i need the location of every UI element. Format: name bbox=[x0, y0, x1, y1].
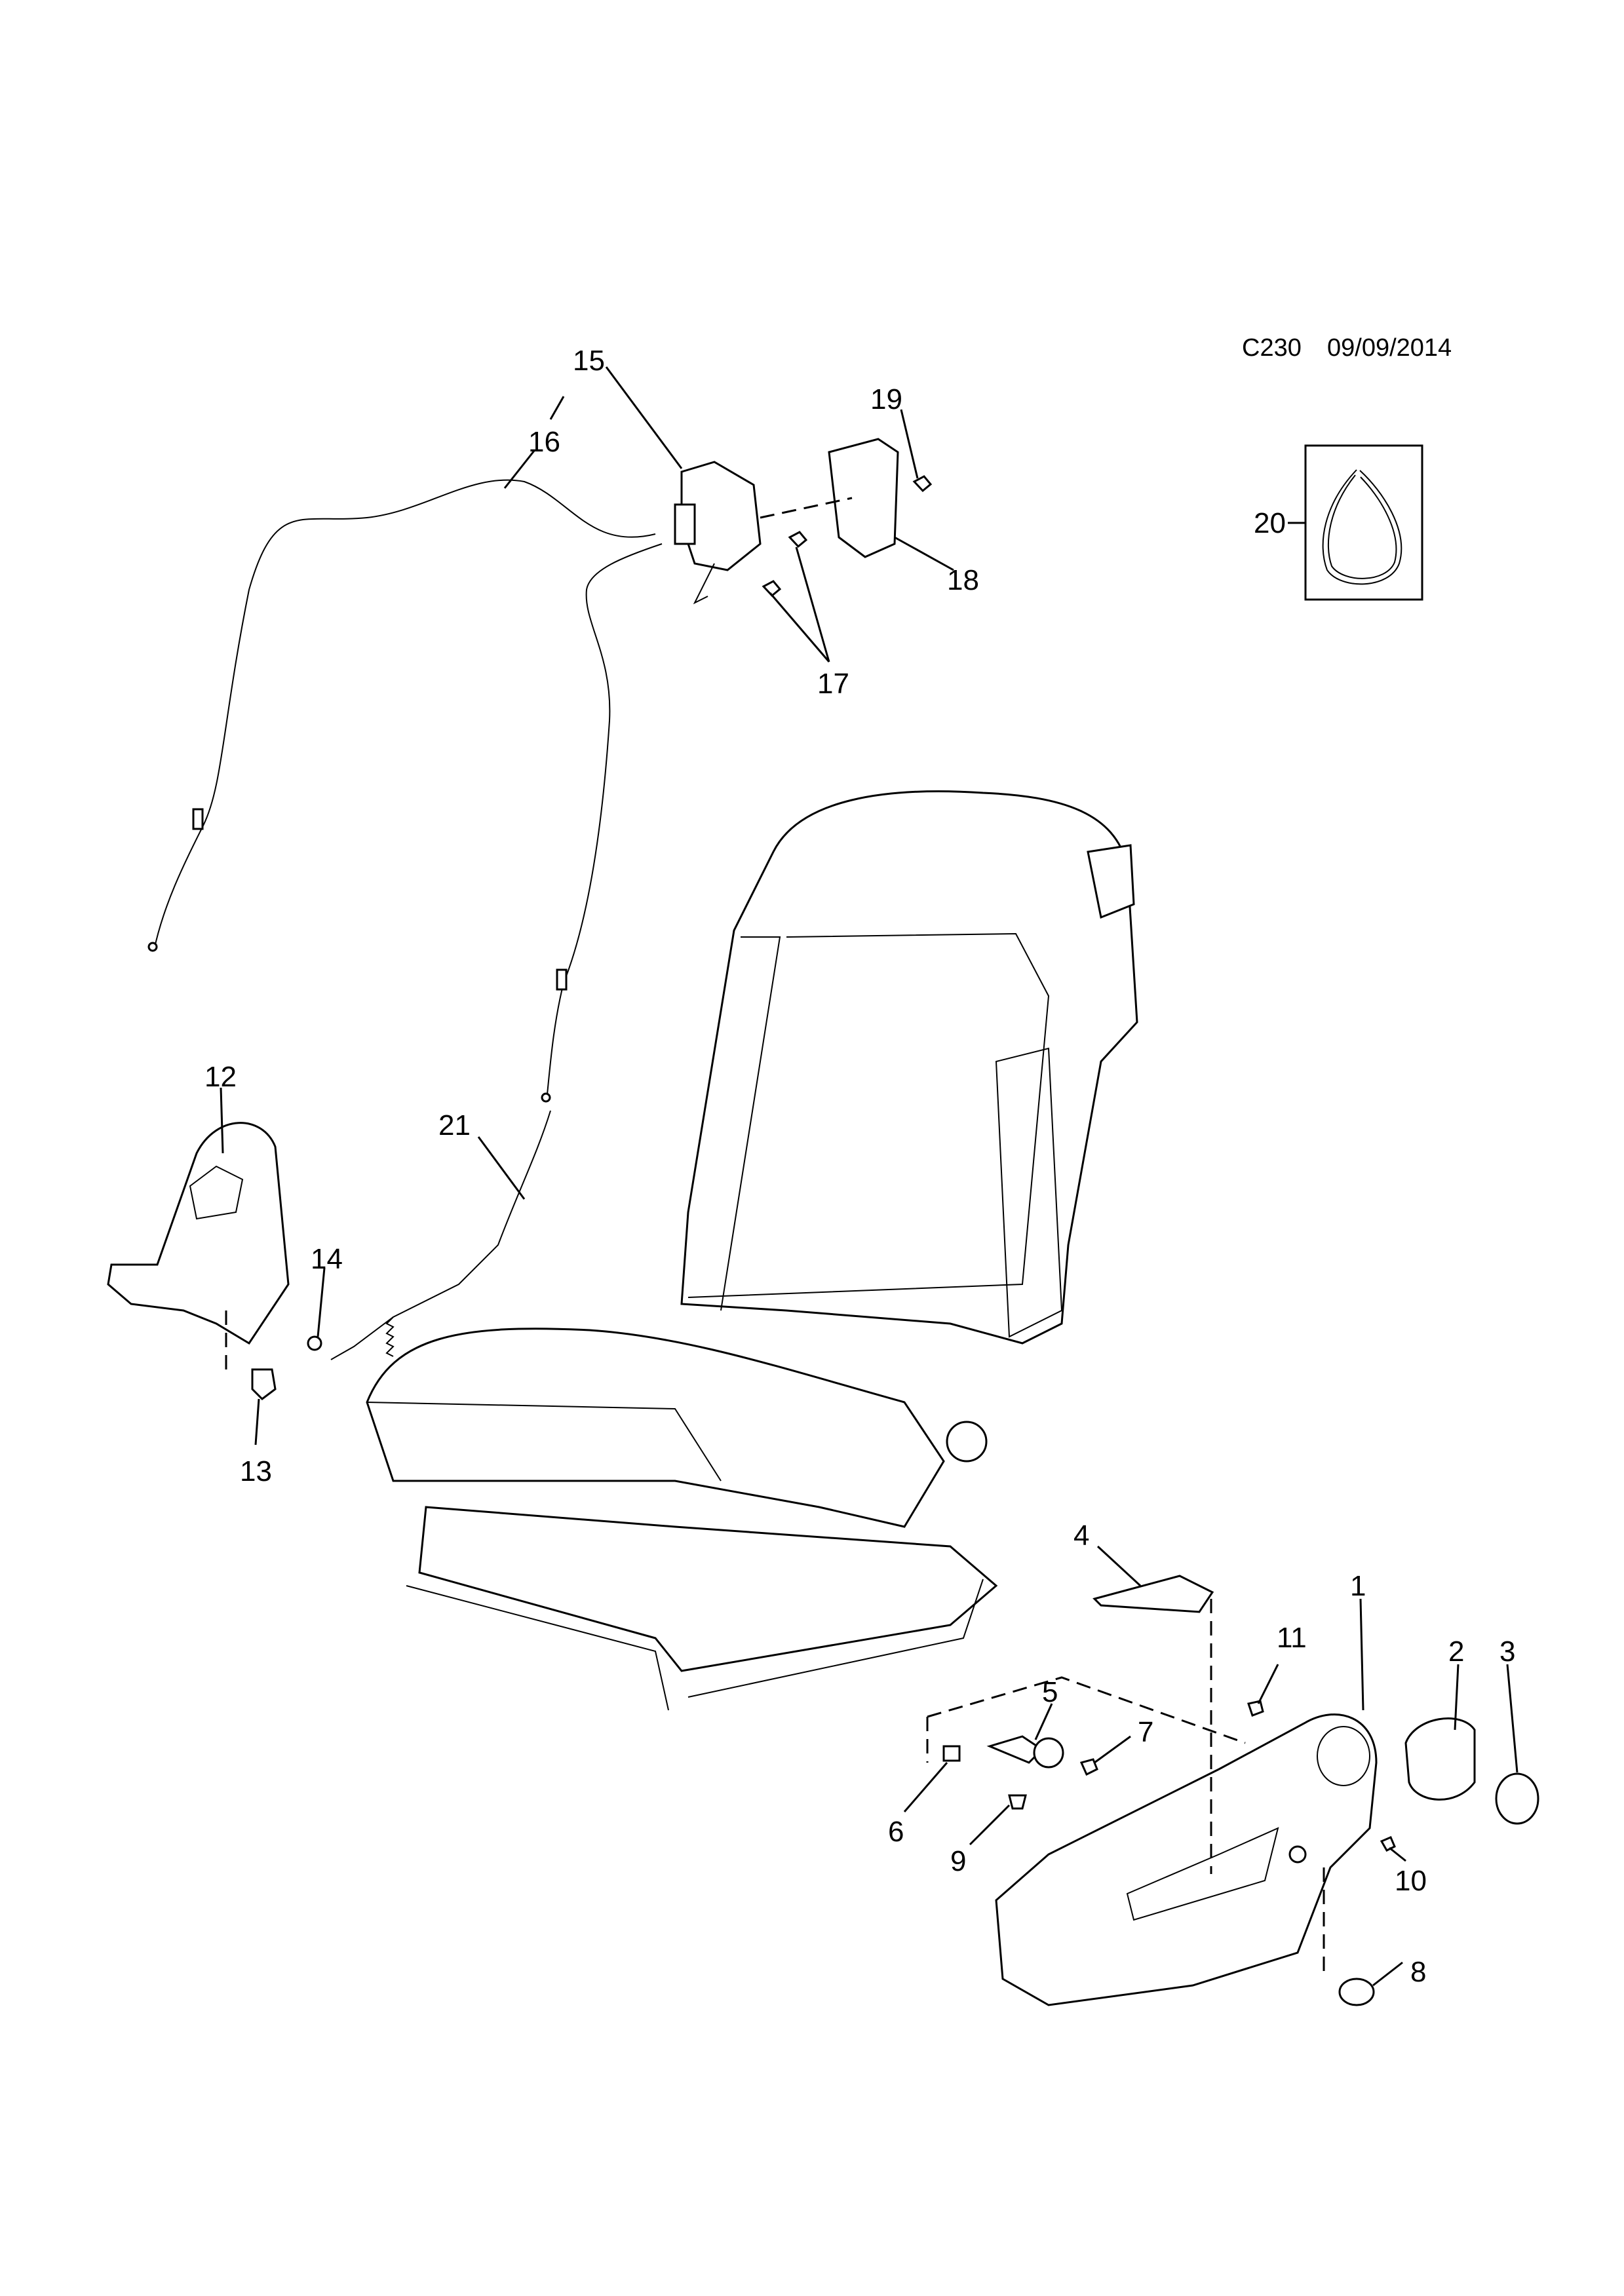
callout-9: 9 bbox=[950, 1845, 966, 1877]
callout-21: 21 bbox=[438, 1109, 471, 1141]
bracket-part-12 bbox=[107, 1122, 290, 1345]
callout-18: 18 bbox=[947, 564, 979, 596]
clip-part-13 bbox=[251, 1368, 277, 1400]
callout-7: 7 bbox=[1138, 1716, 1153, 1748]
callout-15: 15 bbox=[573, 345, 605, 377]
assembly-line bbox=[926, 1676, 1246, 1763]
seat-side-trim-part-1 bbox=[995, 1713, 1378, 2006]
backrest-side bbox=[720, 936, 781, 1311]
switch-bracket bbox=[693, 563, 715, 605]
screw-part-14 bbox=[307, 1335, 322, 1351]
callout-4: 4 bbox=[1073, 1520, 1089, 1552]
cable-end bbox=[541, 1092, 551, 1103]
spring bbox=[385, 1316, 395, 1357]
screw-part-10 bbox=[1380, 1836, 1396, 1852]
callout-12: 12 bbox=[204, 1061, 237, 1093]
callout-17: 17 bbox=[817, 668, 849, 700]
callout-13: 13 bbox=[240, 1455, 272, 1487]
diagram-date: 09/09/2014 bbox=[1327, 334, 1452, 362]
callout-10: 10 bbox=[1395, 1865, 1427, 1897]
seat-backrest bbox=[680, 790, 1138, 1345]
knob-part-2 bbox=[1404, 1717, 1476, 1801]
callout-5: 5 bbox=[1042, 1676, 1058, 1708]
cable-part-16-b bbox=[547, 543, 663, 1095]
connector-part-6 bbox=[942, 1745, 961, 1762]
callout-3: 3 bbox=[1499, 1636, 1515, 1668]
trim-lever-opening bbox=[1126, 1827, 1279, 1921]
headrest-guide bbox=[1087, 844, 1135, 919]
cable-part-21 bbox=[330, 1110, 551, 1360]
seat-cushion bbox=[366, 1328, 945, 1528]
recliner-mechanism bbox=[946, 1421, 988, 1463]
cable-loop-part-20 bbox=[1322, 469, 1402, 585]
leader-lines bbox=[220, 366, 1518, 1987]
seat-rails bbox=[406, 1578, 984, 1711]
cable-clip bbox=[192, 808, 204, 830]
callout-2: 2 bbox=[1448, 1636, 1464, 1668]
clip-part-9 bbox=[1008, 1794, 1027, 1810]
screw-part-17-b bbox=[762, 580, 782, 598]
cable-part-16 bbox=[153, 479, 656, 951]
cable-clip bbox=[556, 968, 568, 991]
trim-hole bbox=[1288, 1845, 1307, 1864]
diagram-code: C230 bbox=[1242, 334, 1302, 362]
callout-14: 14 bbox=[311, 1243, 343, 1275]
callout-19: 19 bbox=[870, 383, 902, 415]
callout-8: 8 bbox=[1410, 1956, 1426, 1988]
backrest-panel bbox=[687, 932, 1050, 1298]
cable-end bbox=[147, 942, 158, 952]
callout-1: 1 bbox=[1350, 1570, 1366, 1602]
screw-part-17 bbox=[788, 531, 808, 548]
lever-hub bbox=[1033, 1737, 1064, 1769]
cushion-edge bbox=[366, 1402, 722, 1482]
inset-box-20 bbox=[1304, 444, 1423, 601]
trim-knob-opening bbox=[1317, 1726, 1370, 1786]
clip-part-11 bbox=[1247, 1700, 1264, 1717]
screw-part-7 bbox=[1079, 1758, 1098, 1776]
bracket-detail bbox=[189, 1165, 244, 1220]
recliner-side-mechanism bbox=[995, 1047, 1063, 1338]
assembly-line bbox=[760, 497, 853, 519]
trim-cover-part-18 bbox=[828, 438, 899, 558]
cap-part-3 bbox=[1495, 1772, 1539, 1825]
callout-6: 6 bbox=[888, 1816, 904, 1848]
seat-frame-rails bbox=[418, 1506, 998, 1672]
callout-20: 20 bbox=[1254, 507, 1286, 539]
callout-16: 16 bbox=[528, 426, 560, 458]
switch-connector bbox=[674, 503, 696, 545]
handle-part-4 bbox=[1092, 1575, 1214, 1613]
callout-11: 11 bbox=[1277, 1622, 1307, 1654]
plug-part-8 bbox=[1338, 1978, 1375, 2006]
screw-part-19 bbox=[912, 475, 933, 493]
cable-loop-inner bbox=[1327, 474, 1397, 579]
